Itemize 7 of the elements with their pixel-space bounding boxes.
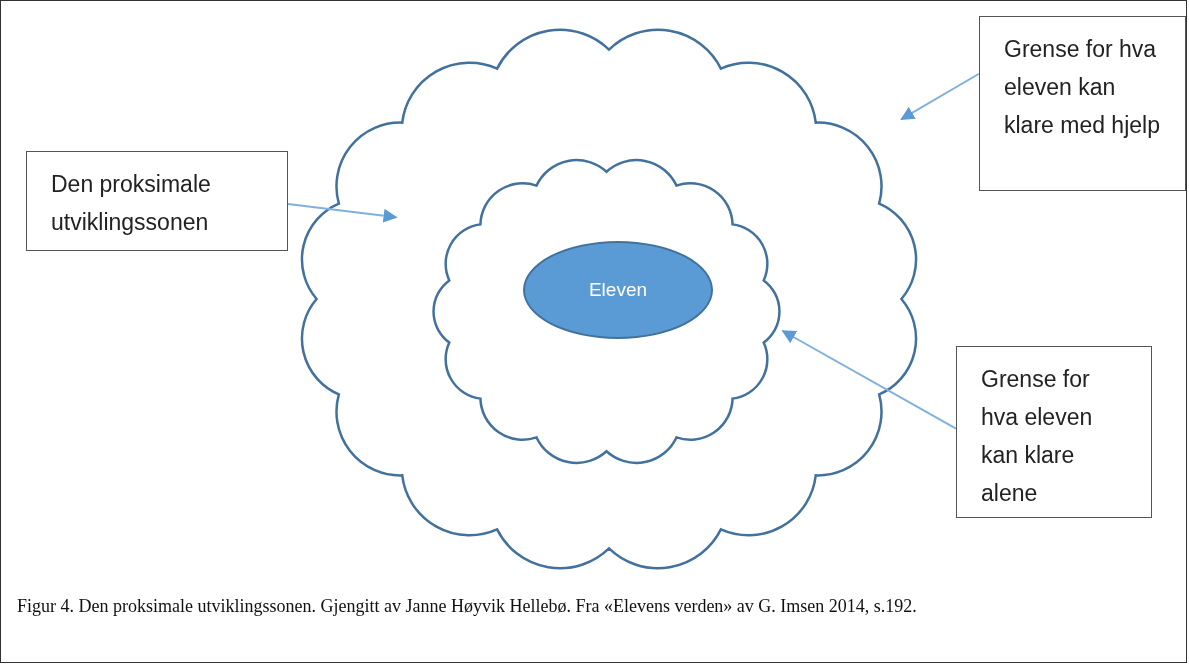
arrow xyxy=(287,203,398,223)
text-box: Den proksimale utviklingssonen xyxy=(26,151,288,251)
arrow xyxy=(781,330,957,430)
caption: Figur 4. Den proksimale utviklingssonen. Gjengitt av Janne Høyvik Hellebø. Fra «Elevens verden» av G. Imsen 2014, s.192. xyxy=(17,595,918,618)
arrow xyxy=(900,72,980,121)
text-box: Grense for hva eleven kan klare med hjelp xyxy=(979,16,1186,191)
text-box: Grense for hva eleven kan klare alene xyxy=(956,346,1152,518)
